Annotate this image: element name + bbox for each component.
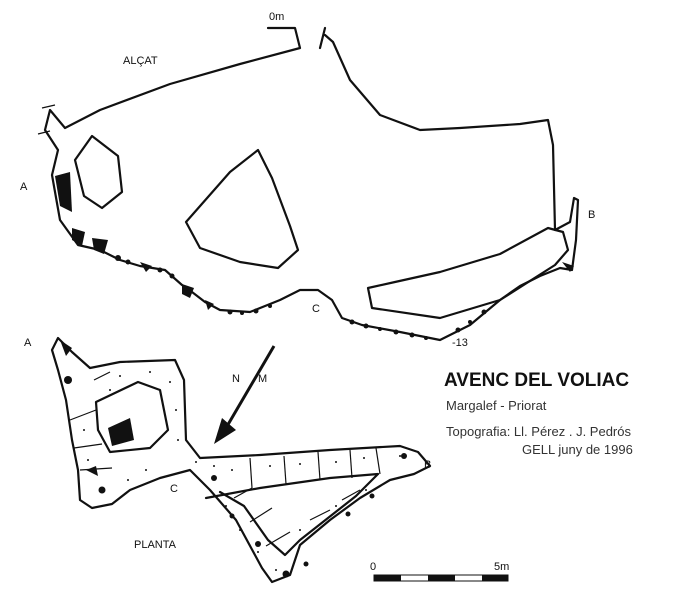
- plan-floor-dots: [83, 371, 401, 571]
- plan-inner-wall: [204, 472, 380, 557]
- plan-section: A B C PLANTA: [24, 336, 432, 584]
- point-a-elevation-label: A: [20, 181, 28, 193]
- location-text: Margalef - Priorat: [446, 398, 547, 413]
- scale-end-label: 5m: [494, 561, 509, 573]
- point-c-plan-label: C: [170, 483, 178, 495]
- north-arrow-icon: N M: [214, 345, 276, 444]
- plan-label: PLANTA: [134, 539, 177, 551]
- elevation-lower-passage: [366, 226, 570, 320]
- plan-outer-wall: [50, 336, 432, 584]
- depth-label: -13: [452, 337, 468, 349]
- point-c-elevation-label: C: [312, 303, 320, 315]
- boulder-large: [184, 148, 300, 270]
- point-b-elevation-label: B: [588, 209, 595, 221]
- title-block: AVENC DEL VOLIAC Margalef - Priorat Topo…: [444, 370, 633, 457]
- point-a-plan-label: A: [24, 337, 32, 349]
- elevation-section: 0m ALÇAT A B C -13: [20, 11, 595, 349]
- elevation-left-ledge: [37, 104, 56, 135]
- credits-line-1: Topografia: Ll. Pérez . J. Pedrós: [446, 424, 631, 439]
- elevation-outer-wall: [43, 26, 580, 342]
- map-title: AVENC DEL VOLIAC: [444, 370, 629, 391]
- zero-depth-label: 0m: [269, 11, 284, 23]
- credits-line-2: GELL juny de 1996: [522, 442, 633, 457]
- scale-bar: 0 5m: [370, 561, 509, 582]
- floor-rocks: [55, 172, 574, 340]
- scale-start-label: 0: [370, 561, 376, 573]
- compass-n-label: N: [232, 373, 240, 385]
- plan-section-lines: [69, 371, 381, 547]
- plan-rocks: [60, 340, 407, 578]
- boulder-left: [73, 134, 124, 210]
- compass-m-label: M: [258, 373, 267, 385]
- point-b-plan-label: B: [424, 459, 431, 471]
- elevation-label: ALÇAT: [123, 55, 158, 67]
- plan-inner-block: [94, 380, 170, 454]
